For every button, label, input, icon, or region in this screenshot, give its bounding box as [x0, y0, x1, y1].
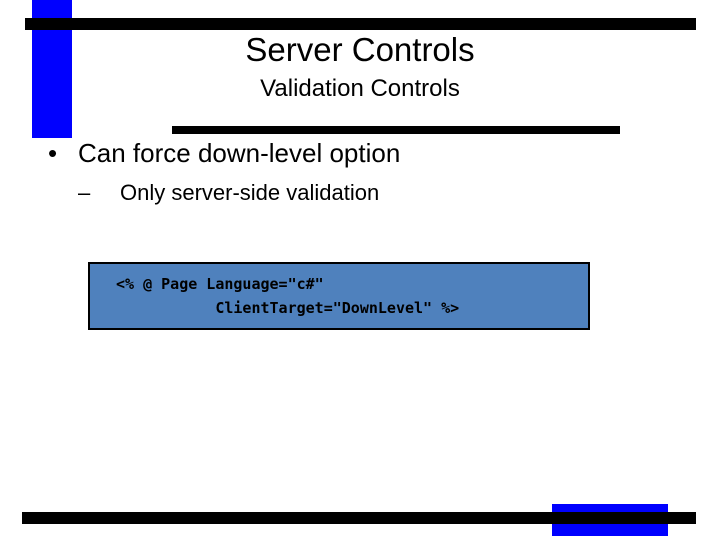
- code-line-2: ClientTarget="DownLevel" %>: [116, 299, 460, 317]
- decor-black-bar-bottom: [22, 512, 696, 524]
- bullet-dot-icon: •: [48, 138, 58, 168]
- list-item-label: Can force down-level option: [78, 138, 401, 168]
- list-item-label: Only server-side validation: [120, 180, 380, 205]
- bullet-dash-icon: –: [78, 180, 91, 205]
- code-line-1: <% @ Page Language="c#": [116, 275, 324, 293]
- page-subtitle: Validation Controls: [260, 75, 460, 102]
- list-item: – Only server-side validation: [40, 178, 680, 208]
- decor-black-bar-title-rule: [172, 126, 620, 134]
- page-title: Server Controls: [245, 31, 475, 68]
- title-block: Server Controls Validation Controls: [0, 30, 720, 105]
- decor-black-bar-top: [25, 18, 696, 30]
- body-content: • Can force down-level option – Only ser…: [40, 136, 680, 208]
- code-snippet-box: <% @ Page Language="c#" ClientTarget="Do…: [88, 262, 590, 330]
- list-item: • Can force down-level option: [40, 136, 680, 170]
